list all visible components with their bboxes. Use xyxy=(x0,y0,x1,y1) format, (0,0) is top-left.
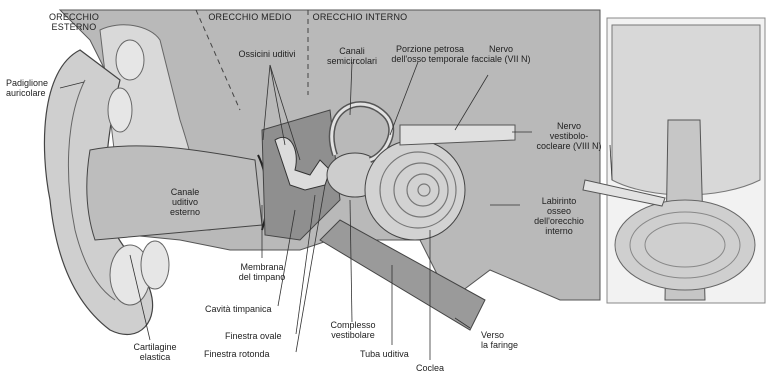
label-eustachian-tube: Tuba uditiva xyxy=(360,349,430,359)
cartilage-lobe xyxy=(108,88,132,132)
label-tympanic-cavity: Cavità timpanica xyxy=(205,304,285,314)
label-semicircular-canals: Canali semicircolari xyxy=(322,46,382,66)
label-vestibulocochlear-nerve: Nervo vestibolo- cocleare (VIII N) xyxy=(533,121,605,151)
label-to-pharynx: Verso la faringe xyxy=(481,330,541,350)
label-elastic-cartilage: Cartilagine elastica xyxy=(125,342,185,362)
label-cochlea: Coclea xyxy=(405,363,455,373)
label-bony-labyrinth: Labirinto osseo dell'orecchio interno xyxy=(524,196,594,236)
cartilage-lobe xyxy=(116,40,144,80)
region-inner-ear: ORECCHIO INTERNO xyxy=(310,12,410,22)
label-eardrum: Membrana del timpano xyxy=(232,262,292,282)
label-vestibular-complex: Complesso vestibolare xyxy=(323,320,383,340)
brain-inset-cerebellum xyxy=(615,200,755,290)
cartilage-lobe xyxy=(141,241,169,289)
label-petrous-bone: Porzione petrosa dell'osso temporale xyxy=(385,44,475,64)
label-oval-window: Finestra ovale xyxy=(225,331,305,341)
label-ear-canal: Canale uditivo esterno xyxy=(160,187,210,217)
label-ossicles: Ossicini uditivi xyxy=(222,49,312,59)
label-pinna: Padiglione auricolare xyxy=(6,78,66,98)
region-outer-ear: ORECCHIO ESTERNO xyxy=(44,12,104,32)
label-facial-nerve: Nervo facciale (VII N) xyxy=(466,44,536,64)
label-round-window: Finestra rotonda xyxy=(204,349,294,359)
region-middle-ear: ORECCHIO MEDIO xyxy=(200,12,300,22)
